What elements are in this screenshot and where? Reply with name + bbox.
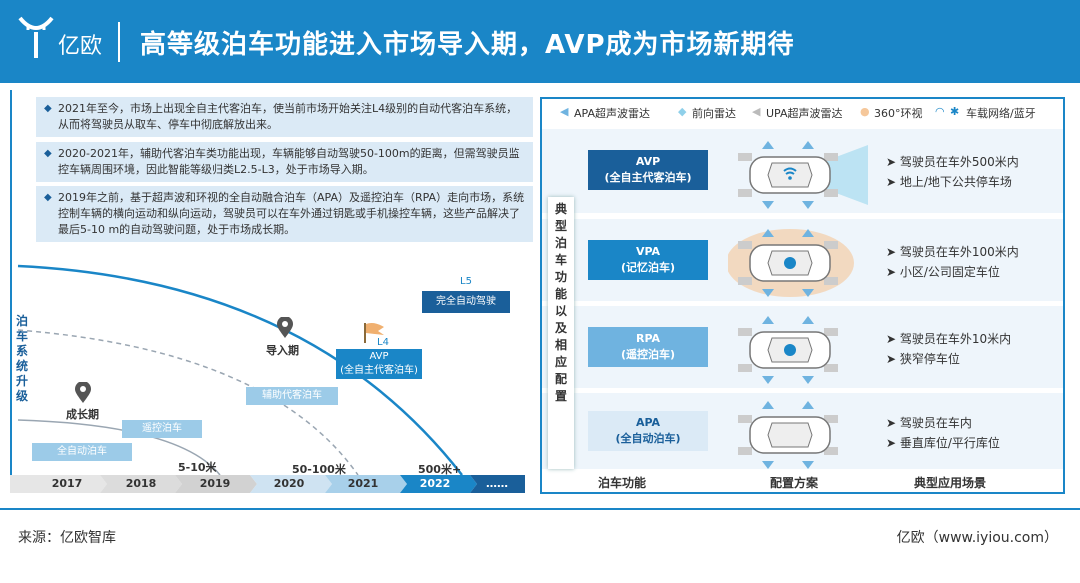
yaxis-label: 泊车系统升级	[15, 314, 28, 403]
function-apa: APA (全自动泊车)	[588, 411, 708, 451]
legend-network: 车载网络/蓝牙	[966, 107, 1036, 120]
car-vpa-icon	[728, 229, 854, 297]
legend-surround: 360°环视	[874, 107, 923, 120]
legend: ◀ APA超声波雷达 ◆ 前向雷达 ◀ UPA超声波雷达 ● 360°环视 ◠ …	[542, 99, 1063, 125]
arrow-icon: ➤	[886, 332, 900, 346]
scenario-apa: ➤ 驾驶员在车内 ➤ 垂直库位/平行库位	[886, 416, 1000, 450]
year-timeline: 2017 2018 2019 2020 2021 2022 ……	[10, 475, 525, 493]
diamond-bullet-icon: ◆	[44, 148, 52, 159]
config-panel: ◀ APA超声波雷达 ◆ 前向雷达 ◀ UPA超声波雷达 ● 360°环视 ◠ …	[540, 97, 1065, 494]
year-2022: 2022	[419, 477, 451, 490]
distance-label: 500米+	[418, 463, 462, 476]
diamond-bullet-icon: ◆	[44, 192, 52, 203]
location-pin-icon	[277, 317, 293, 338]
scenario-vpa: ➤ 驾驶员在车外100米内 ➤ 小区/公司固定车位	[886, 245, 1019, 279]
year-2021: 2021	[347, 477, 379, 490]
car-avp-icon	[738, 141, 868, 209]
footer-divider	[0, 508, 1080, 510]
legend-upa: UPA超声波雷达	[766, 107, 843, 120]
column-header-config: 配置方案	[770, 476, 819, 490]
header-bar: 亿欧 高等级泊车功能进入市场导入期，AVP成为市场新期待	[0, 0, 1080, 83]
level-tag-l253: L2.5-L3	[272, 370, 310, 381]
yaxis-line	[10, 90, 12, 490]
arrow-icon: ➤	[886, 245, 900, 259]
diamond-bullet-icon: ◆	[44, 103, 52, 114]
column-header-scenario: 典型应用场景	[914, 476, 987, 490]
note-2020: ◆ 2020-2021年，辅助代客泊车类功能出现，车辆能够自动驾驶50-100m…	[36, 142, 533, 182]
distance-label: 5-10米	[178, 461, 217, 474]
legend-apa: APA超声波雷达	[574, 107, 650, 120]
level-box-l253: 辅助代客泊车	[246, 387, 338, 405]
stage-growth: 成长期	[66, 408, 99, 421]
location-pin-icon	[75, 382, 91, 403]
scenario-rpa: ➤ 驾驶员在车外10米内 ➤ 狭窄停车位	[886, 332, 1012, 366]
stage-intro: 导入期	[266, 344, 299, 357]
year-2019: 2019	[199, 477, 231, 490]
note-2021: ◆ 2021年至今，市场上出现全自主代客泊车，使当前市场开始关注L4级别的自动代…	[36, 97, 533, 137]
level-box-l2: 全自动泊车	[32, 443, 132, 461]
arrow-icon: ➤	[886, 175, 900, 189]
front-radar-icon: ◆	[678, 105, 687, 118]
website-text: 亿欧（www.iyiou.com）	[896, 530, 1058, 546]
level-box-l5: 完全自动驾驶	[422, 291, 510, 313]
legend-front: 前向雷达	[692, 107, 736, 120]
function-vpa: VPA (记忆泊车)	[588, 240, 708, 280]
arrow-icon: ➤	[886, 436, 900, 450]
arrow-icon: ➤	[886, 155, 900, 169]
year-2020: 2020	[273, 477, 305, 490]
level-tag-l25: L2.5	[144, 402, 166, 413]
year-2018: 2018	[125, 477, 157, 490]
car-rpa-icon	[738, 316, 838, 384]
distance-label: 50-100米	[292, 463, 346, 476]
level-tag-l5: L5	[460, 276, 472, 287]
brand-name: 亿欧	[58, 34, 103, 59]
level-tag-l2: L2	[70, 427, 82, 438]
vertical-label: 典型泊车功能以及相应配置	[548, 197, 574, 469]
source-text: 来源：亿欧智库	[18, 530, 116, 546]
surround-view-icon: ●	[860, 105, 870, 118]
apa-radar-icon: ◀	[560, 105, 569, 118]
column-header-function: 泊车功能	[598, 476, 647, 490]
note-2019: ◆ 2019年之前，基于超声波和环视的全自动融合泊车（APA）及遥控泊车（RPA…	[36, 186, 533, 242]
year-more: ……	[486, 477, 508, 490]
function-avp: AVP (全自主代客泊车)	[588, 150, 708, 190]
arrow-icon: ➤	[886, 265, 900, 279]
arrow-icon: ➤	[886, 352, 900, 366]
upa-radar-icon: ◀	[752, 105, 761, 118]
function-rpa: RPA (遥控泊车)	[588, 327, 708, 367]
level-box-l25: 遥控泊车	[122, 420, 202, 438]
evolution-chart: 泊车系统升级 ◆ 2021年至今，市场上出现全自主代客泊车，使当前市场开始关注L…	[10, 90, 533, 492]
header-divider	[118, 22, 120, 62]
page-title: 高等级泊车功能进入市场导入期，AVP成为市场新期待	[140, 30, 795, 60]
wifi-icon: ◠	[935, 105, 945, 118]
yiou-logo-icon	[18, 16, 54, 58]
timeline-bar	[10, 475, 525, 493]
year-2017: 2017	[51, 477, 83, 490]
bluetooth-icon: ✱	[950, 105, 960, 118]
flag-icon	[364, 323, 384, 343]
car-apa-icon	[738, 401, 838, 469]
scenario-avp: ➤ 驾驶员在车外500米内 ➤ 地上/地下公共停车场	[886, 155, 1019, 189]
arrow-icon: ➤	[886, 416, 900, 430]
level-box-l4: AVP (全自主代客泊车)	[336, 349, 422, 379]
level-tag-l4: L4	[377, 337, 389, 348]
